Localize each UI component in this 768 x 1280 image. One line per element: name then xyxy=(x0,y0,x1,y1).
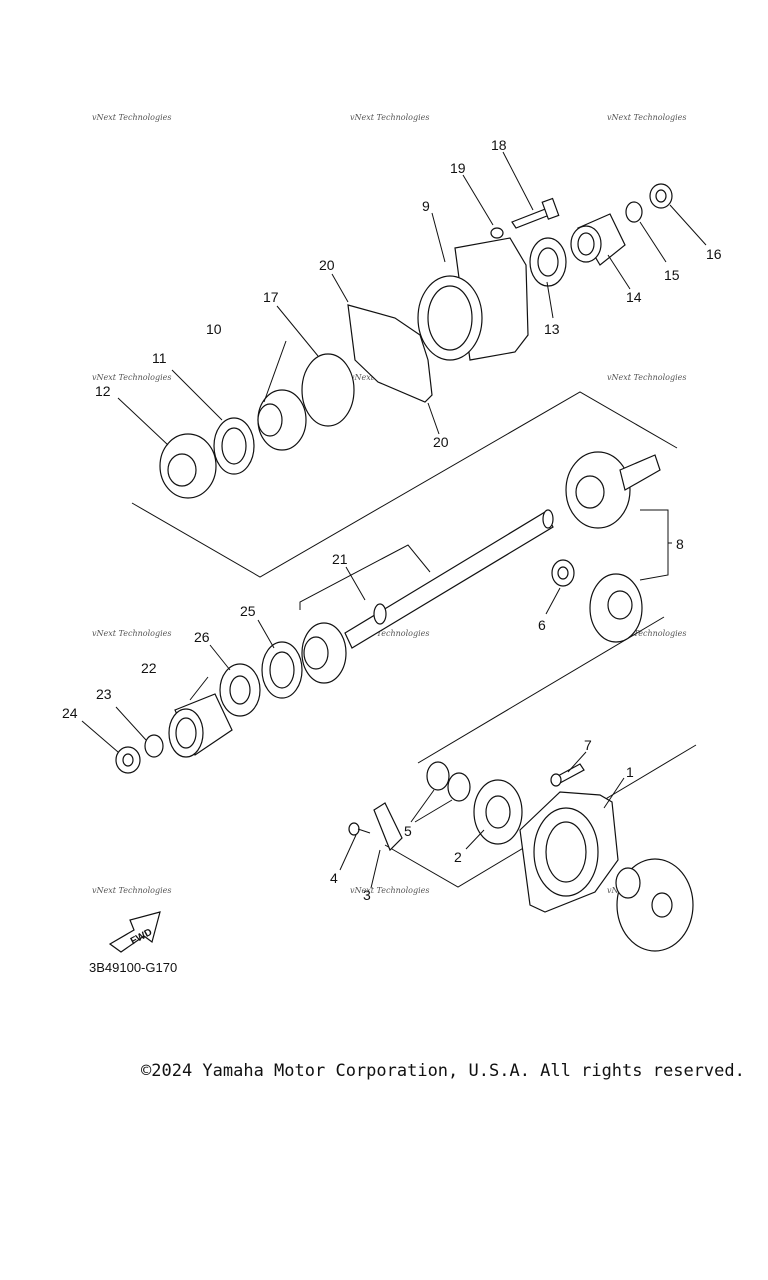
part-label: 3 xyxy=(363,887,371,903)
bearing-housing-1 xyxy=(519,791,619,913)
part-label: 16 xyxy=(706,246,722,262)
part-label: 9 xyxy=(422,198,430,214)
part-label: 6 xyxy=(538,617,546,633)
coupling-22 xyxy=(168,693,233,758)
screw-4 xyxy=(348,822,371,836)
bearing-13 xyxy=(529,237,567,287)
watermark-text: vNext Technologies xyxy=(607,373,686,382)
clip-25 xyxy=(261,641,303,699)
bevel-gear-8 xyxy=(565,451,661,643)
diagram-code: 3B49100-G170 xyxy=(89,960,177,975)
watermark-text: vNext Technologies xyxy=(92,373,171,382)
part-label: 26 xyxy=(194,629,210,645)
leader-lines xyxy=(81,151,707,889)
part-label: 17 xyxy=(263,289,279,305)
watermark-text: vNext Technologies xyxy=(350,629,429,638)
watermark-text: vNext Technologies xyxy=(92,886,171,895)
part-label: 8 xyxy=(676,536,684,552)
part-label: 20 xyxy=(319,257,335,273)
watermark-text: vNext Technologies xyxy=(607,113,686,122)
shims-5 xyxy=(426,761,471,802)
part-label: 13 xyxy=(544,321,560,337)
fwd-arrow-icon: FWD xyxy=(108,911,161,953)
seal-26 xyxy=(219,663,261,717)
watermark-text: vNext Technologies xyxy=(92,113,171,122)
watermark-text: vNext Technologies xyxy=(607,629,686,638)
part-label: 21 xyxy=(332,551,348,567)
part-label: 15 xyxy=(664,267,680,283)
group-lines xyxy=(131,391,697,888)
ring-gear xyxy=(615,858,694,952)
part-label: 23 xyxy=(96,686,112,702)
part-label: 20 xyxy=(433,434,449,450)
part-labels: 1 2 3 4 5 6 7 8 9 10 11 12 13 14 15 16 1… xyxy=(62,137,722,903)
part-label: 25 xyxy=(240,603,256,619)
bolt-18 xyxy=(511,197,560,229)
part-label: 7 xyxy=(584,737,592,753)
washer-15 xyxy=(625,201,643,223)
part-label: 11 xyxy=(152,350,167,366)
part-label: 4 xyxy=(330,870,338,886)
o-ring-17 xyxy=(301,353,355,427)
clip-11 xyxy=(213,417,255,475)
part-label: 10 xyxy=(206,321,222,337)
part-label: 24 xyxy=(62,705,78,721)
nut-24 xyxy=(115,746,141,774)
housing-9 xyxy=(417,237,529,361)
coupling-14 xyxy=(570,213,626,266)
copyright-notice: ©2024 Yamaha Motor Corporation, U.S.A. A… xyxy=(141,1061,745,1081)
part-label: 22 xyxy=(141,660,157,676)
part-label: 19 xyxy=(450,160,466,176)
fwd-label: FWD xyxy=(129,927,154,947)
washer-23 xyxy=(144,734,164,758)
bolt-7 xyxy=(550,763,585,787)
watermark-text: vNext Technologies xyxy=(350,113,429,122)
part-label: 1 xyxy=(626,764,634,780)
part-label: 18 xyxy=(491,137,507,153)
shaft-21 xyxy=(344,509,554,649)
gasket-20 xyxy=(347,304,433,403)
part-label: 12 xyxy=(95,383,111,399)
washer-19 xyxy=(490,227,504,239)
bearing-2 xyxy=(473,779,523,845)
bearing-25-group xyxy=(301,622,347,684)
plate-3 xyxy=(373,802,403,852)
bearing-10 xyxy=(257,389,307,451)
part-label: 5 xyxy=(404,823,412,839)
part-label: 2 xyxy=(454,849,462,865)
seal-12 xyxy=(159,433,217,499)
nut-6 xyxy=(551,559,575,587)
watermark-text: vNext Technologies xyxy=(350,886,429,895)
watermark-text: vNext Technologies xyxy=(92,629,171,638)
part-label: 14 xyxy=(626,289,642,305)
nut-16 xyxy=(649,183,673,209)
